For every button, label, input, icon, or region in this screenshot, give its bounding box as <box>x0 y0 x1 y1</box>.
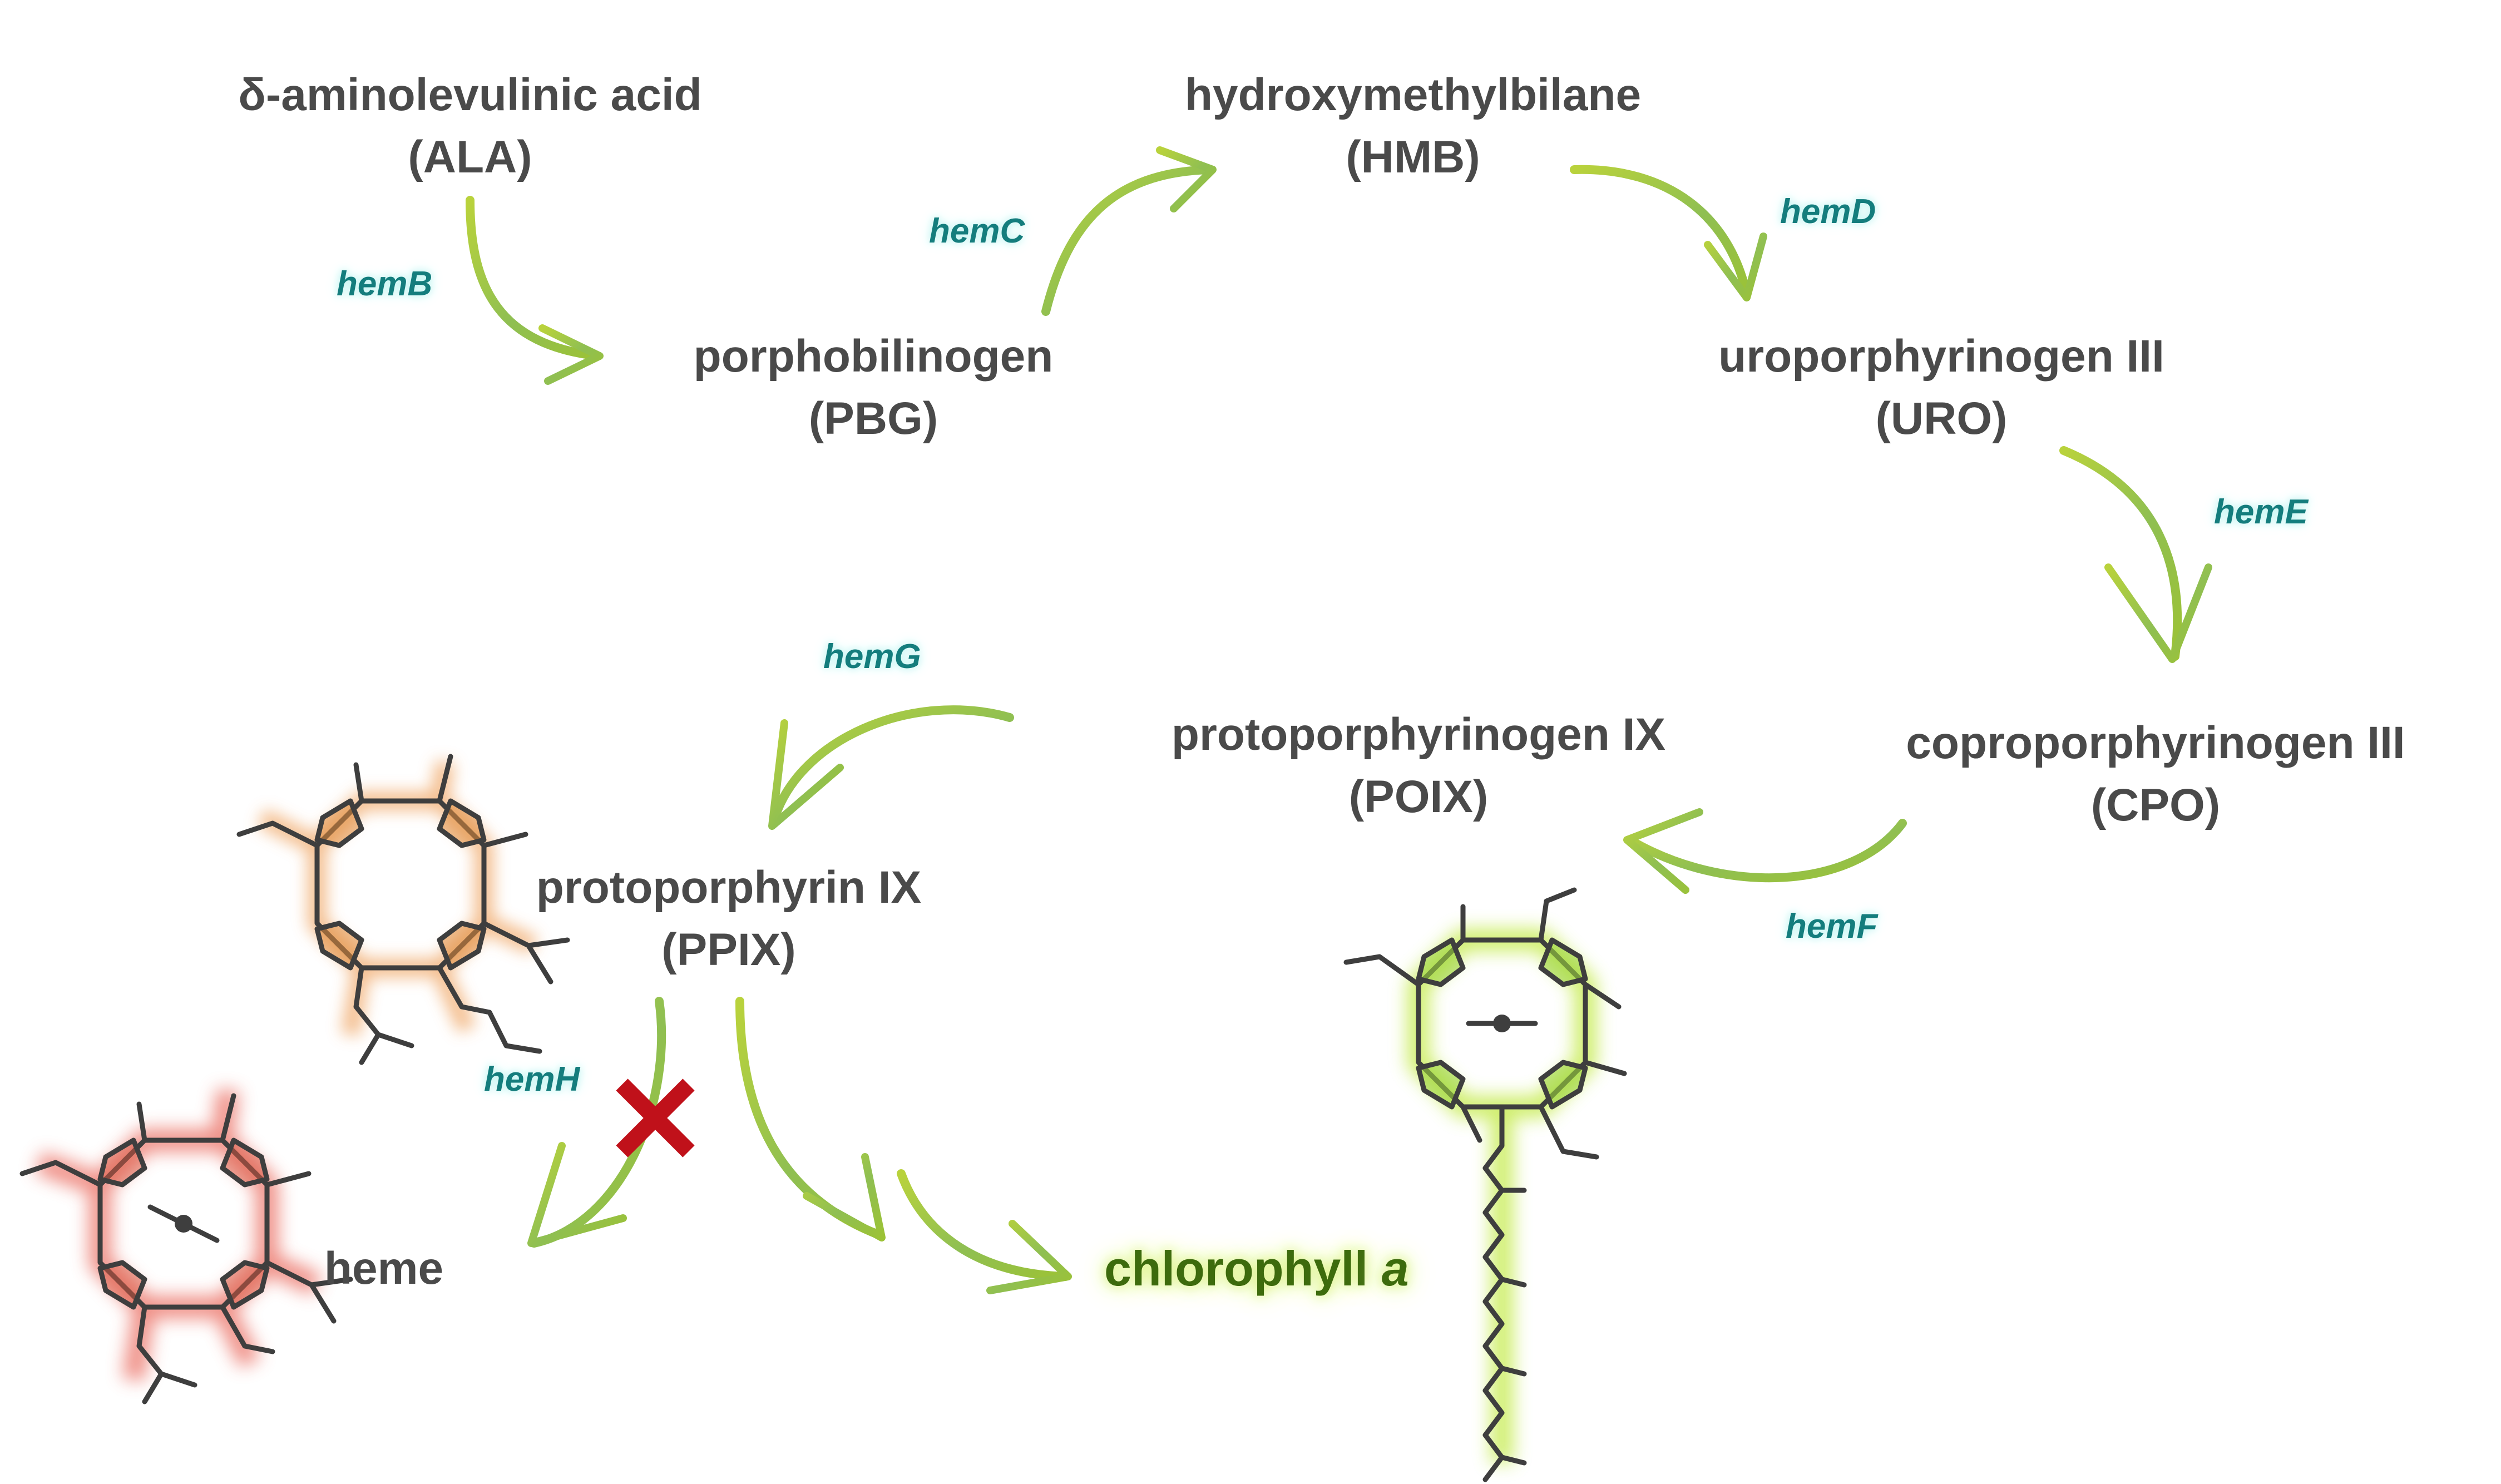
arrow-hmb-to-uro <box>1570 165 1767 301</box>
compound-poix: protoporphyrinogen IX (POIX) <box>1107 704 1730 828</box>
compound-cpo: coproporphyrinogen III (CPO) <box>1844 712 2467 837</box>
arrow-ala-to-pbg <box>466 196 604 385</box>
compound-suffix: a <box>1381 1241 1409 1296</box>
compound-ala: δ-aminolevulinic acid (ALA) <box>206 64 734 189</box>
compound-hmb: hydroxymethylbilane (HMB) <box>1132 64 1694 189</box>
arrow-ppix-to-chlorophyll <box>735 997 1072 1294</box>
compound-abbr: (URO) <box>1875 393 2008 444</box>
compound-name: protoporphyrinogen IX <box>1171 709 1666 760</box>
compound-abbr: (PBG) <box>808 393 938 444</box>
arrow-poix-to-ppix <box>768 705 1014 830</box>
compound-ppix: protoporphyrin IX (PPIX) <box>478 857 979 981</box>
compound-chlorophyll-a: chlorophyll a <box>1104 1240 1409 1297</box>
compound-heme: heme <box>300 1238 467 1300</box>
enzyme-hemD: hemD <box>1780 192 1876 231</box>
compound-abbr: (POIX) <box>1348 771 1489 822</box>
compound-abbr: (HMB) <box>1346 132 1480 182</box>
compound-name: chlorophyll <box>1104 1241 1368 1296</box>
compound-name: coproporphyrinogen III <box>1906 718 2405 768</box>
enzyme-hemE: hemE <box>2214 493 2308 531</box>
ppix-molecule-icon <box>236 754 570 1065</box>
compound-name: hydroxymethylbilane <box>1184 70 1642 120</box>
compound-abbr: (ALA) <box>408 132 532 182</box>
blocked-step-x-icon <box>616 1079 695 1157</box>
heme-molecule-icon <box>19 1089 353 1404</box>
magnesium-center-icon <box>1493 1015 1511 1032</box>
arrow-pbg-to-hmb <box>1041 146 1217 316</box>
compound-pbg: porphobilinogen (PBG) <box>629 325 1118 450</box>
compound-name: uroporphyrinogen III <box>1718 331 2164 382</box>
compound-abbr: (PPIX) <box>661 924 796 975</box>
arrow-cpo-to-poix <box>1623 808 1907 894</box>
compound-abbr: (CPO) <box>2090 780 2221 830</box>
enzyme-hemC: hemC <box>929 212 1025 250</box>
compound-uro: uroporphyrinogen III (URO) <box>1647 325 2236 450</box>
compound-name: protoporphyrin IX <box>536 862 922 913</box>
enzyme-hemH: hemH <box>484 1060 580 1099</box>
arrow-ppix-to-heme <box>527 997 666 1248</box>
chlorophyll-molecule-icon <box>1343 887 1627 1482</box>
compound-name: heme <box>324 1243 444 1294</box>
compound-name: δ-aminolevulinic acid <box>238 70 702 120</box>
enzyme-hemG: hemG <box>823 637 921 676</box>
compound-name: porphobilinogen <box>693 331 1054 382</box>
enzyme-hemB: hemB <box>337 265 433 303</box>
iron-center-icon <box>175 1215 192 1233</box>
enzyme-hemF: hemF <box>1786 907 1878 946</box>
arrow-uro-to-cpo <box>2059 446 2212 663</box>
